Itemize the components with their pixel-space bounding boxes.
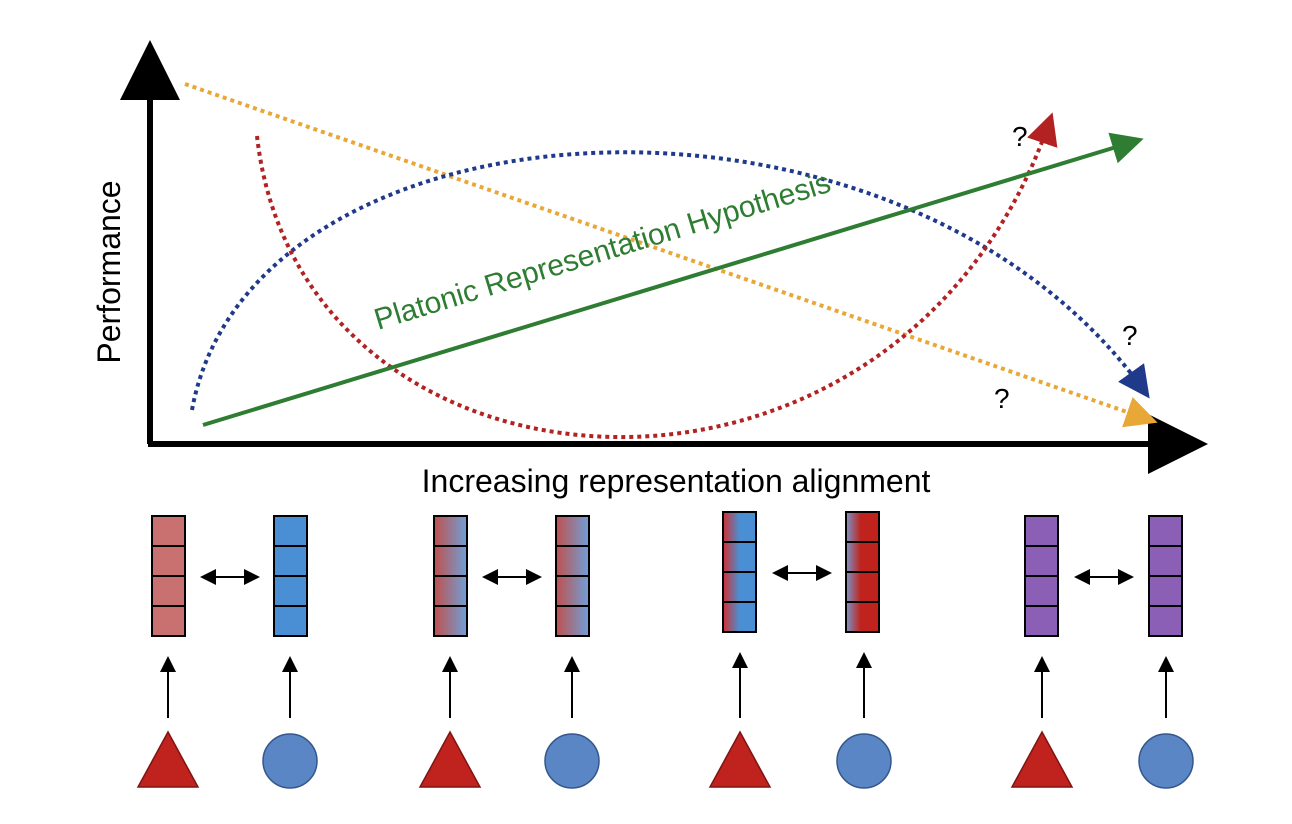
triangle-icon [136, 730, 200, 788]
vector-red-center [845, 511, 880, 633]
red-dotted-curve [255, 112, 1058, 440]
triangle-icon [418, 730, 482, 788]
vector-red-blue-edges [722, 511, 757, 633]
orange-dotted-line [184, 82, 1158, 428]
vector-red-to-blue [433, 515, 468, 637]
blue-dotted-curve [190, 150, 1150, 411]
question-mark-blue: ? [1122, 320, 1138, 351]
vector-purple [1024, 515, 1059, 637]
circle-icon [262, 733, 318, 789]
triangle-icon [1010, 730, 1074, 788]
vector-pair-1 [136, 515, 318, 789]
y-axis-label: Performance [91, 180, 127, 363]
question-mark-orange: ? [994, 383, 1010, 414]
vector-blue [273, 515, 308, 637]
x-axis-label: Increasing representation alignment [422, 463, 931, 499]
circle-icon [836, 733, 892, 789]
vector-pair-4 [1010, 515, 1194, 789]
question-mark-red: ? [1012, 121, 1028, 152]
circle-icon [1138, 733, 1194, 789]
hypothesis-label: Platonic Representation Hypothesis [370, 166, 834, 337]
circle-icon [544, 733, 600, 789]
hypothesis-arrow [202, 132, 1144, 427]
vector-purple [1148, 515, 1183, 637]
triangle-icon [708, 730, 772, 788]
vector-pair-2 [418, 515, 600, 789]
vector-pair-3 [708, 511, 892, 789]
vector-blue-to-red [555, 515, 590, 637]
vector-red [151, 515, 186, 637]
